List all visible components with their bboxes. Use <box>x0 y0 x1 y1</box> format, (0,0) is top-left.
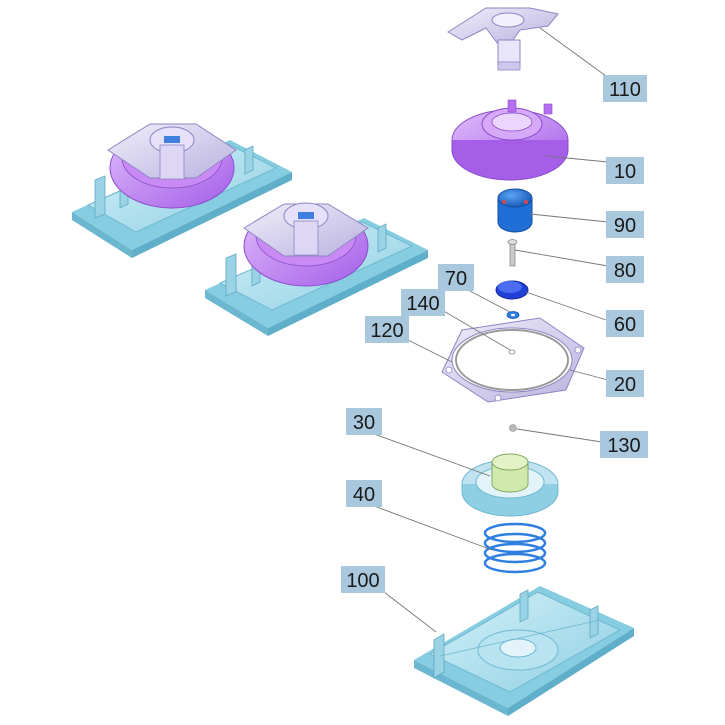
callout-60: 60 <box>606 310 644 337</box>
assembled-unit-1 <box>72 123 292 258</box>
callout-130: 130 <box>600 431 648 458</box>
callout-110-label: 110 <box>609 79 641 101</box>
part-90-cap <box>497 188 533 233</box>
callout-10-label: 10 <box>614 161 636 183</box>
leader-90 <box>529 213 609 223</box>
assembled-unit-2 <box>205 202 428 336</box>
leader-lines <box>373 27 609 633</box>
callout-120-label: 120 <box>370 320 403 342</box>
part-140-center-hole <box>508 349 516 355</box>
callout-120: 120 <box>365 316 409 343</box>
part-30-seat <box>461 453 559 517</box>
callout-20: 20 <box>606 370 644 397</box>
leader-70 <box>467 289 511 313</box>
callout-70-label: 70 <box>445 268 467 290</box>
leader-100 <box>383 591 437 633</box>
leader-130 <box>516 428 603 443</box>
callout-60-label: 60 <box>614 314 636 336</box>
callout-100-label: 100 <box>346 570 379 592</box>
callout-140: 140 <box>401 289 445 316</box>
leader-10 <box>545 155 609 163</box>
callout-10: 10 <box>606 157 644 184</box>
part-80-pin <box>507 239 518 267</box>
callout-70: 70 <box>438 264 474 291</box>
callout-100: 100 <box>341 566 385 593</box>
callout-40: 40 <box>346 480 382 507</box>
callout-110: 110 <box>603 75 647 102</box>
part-40-spring <box>483 522 547 574</box>
part-100-base <box>414 586 634 716</box>
callout-90-label: 90 <box>614 215 636 237</box>
part-70-washer <box>506 311 520 319</box>
callout-80-label: 80 <box>614 260 636 282</box>
leader-30 <box>373 433 491 477</box>
part-130-ball <box>509 424 517 432</box>
callout-20-label: 20 <box>614 374 636 396</box>
part-10-housing <box>451 99 569 181</box>
part-20-plate <box>441 317 585 403</box>
callout-140-label: 140 <box>406 293 439 315</box>
callout-30-label: 30 <box>353 412 375 434</box>
leader-120 <box>407 339 453 363</box>
callout-40-label: 40 <box>353 484 375 506</box>
callout-30: 30 <box>346 408 382 435</box>
part-120-gasket <box>455 329 569 391</box>
leader-40 <box>373 505 493 551</box>
leader-110 <box>539 27 607 77</box>
leader-80 <box>514 249 609 267</box>
callout-80: 80 <box>606 256 644 283</box>
part-110-bracket <box>447 7 559 71</box>
leader-140 <box>441 309 511 351</box>
callout-130-label: 130 <box>607 435 640 457</box>
callout-90: 90 <box>606 211 644 238</box>
part-60-disc <box>495 280 529 300</box>
leader-20 <box>569 369 609 381</box>
leader-60 <box>525 291 607 321</box>
